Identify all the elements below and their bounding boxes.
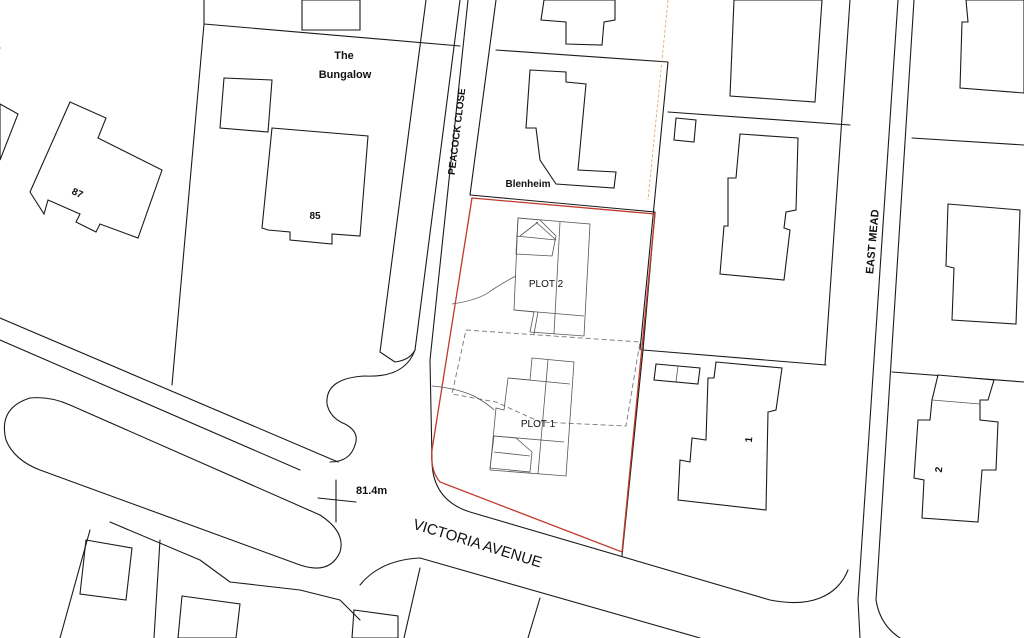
- building-east-1: [719, 133, 799, 281]
- peacock-close-west-kerb: [429, 0, 469, 461]
- building-east-2: [945, 203, 1021, 325]
- building-1-outbuilding-divider: [675, 365, 679, 383]
- building-south-2: [177, 595, 241, 638]
- label-87: 87: [70, 186, 85, 201]
- label-spot-height: 81.4m: [356, 485, 387, 497]
- label-house-2: 2: [934, 466, 946, 473]
- building-2: [913, 374, 999, 523]
- building-87: [29, 101, 163, 239]
- building-top-4: [959, 0, 1024, 94]
- spot-height-marker: [317, 479, 357, 523]
- victoria-avenue-north-kerb-west: [0, 317, 339, 463]
- building-left-edge: [0, 103, 19, 161]
- east-mead-east-kerb: [875, 0, 915, 638]
- victoria-avenue-north-kerb-east: [431, 459, 849, 604]
- peacock-close-turning-head: [326, 349, 416, 463]
- label-85: 85: [309, 211, 321, 222]
- south-boundaries: [59, 521, 541, 638]
- site-boundary: [431, 197, 656, 553]
- victoria-avenue-north-kerb-west-2: [0, 339, 301, 471]
- label-blenheim: Blenheim: [505, 179, 550, 190]
- building-south-3: [351, 609, 399, 638]
- building-top-2: [540, 0, 616, 46]
- plot-1-path: [431, 385, 495, 411]
- traffic-island: [3, 397, 342, 569]
- label-plot-1: PLOT 1: [521, 419, 556, 430]
- label-the-bungalow-2: Bungalow: [319, 69, 372, 81]
- victoria-avenue-south-kerb: [419, 557, 701, 638]
- building-1: [677, 361, 783, 511]
- plot-1-building: [489, 357, 575, 477]
- label-east-mead: EAST MEAD: [864, 209, 882, 275]
- building-small-shed: [673, 117, 697, 143]
- building-85-garage: [219, 77, 273, 133]
- label-house-1: 1: [744, 436, 756, 443]
- building-top-1: [301, 0, 361, 31]
- building-top-3: [729, 0, 823, 103]
- label-the-bungalow-1: The: [334, 50, 354, 62]
- east-mead-west-kerb: [857, 0, 899, 638]
- building-blenheim: [525, 69, 617, 189]
- faint-boundary-line: [647, 0, 669, 201]
- victoria-avenue-south-kerb-west: [359, 557, 421, 586]
- peacock-close-east-kerb: [469, 0, 497, 196]
- proposed-footprint-dashed: [451, 329, 641, 427]
- building-south-1: [79, 539, 133, 601]
- plot-2-path: [451, 275, 517, 305]
- label-plot-2: PLOT 2: [529, 279, 564, 290]
- building-85: [261, 127, 369, 245]
- building-2-porch: [931, 399, 981, 405]
- plot-2-building: [513, 217, 591, 337]
